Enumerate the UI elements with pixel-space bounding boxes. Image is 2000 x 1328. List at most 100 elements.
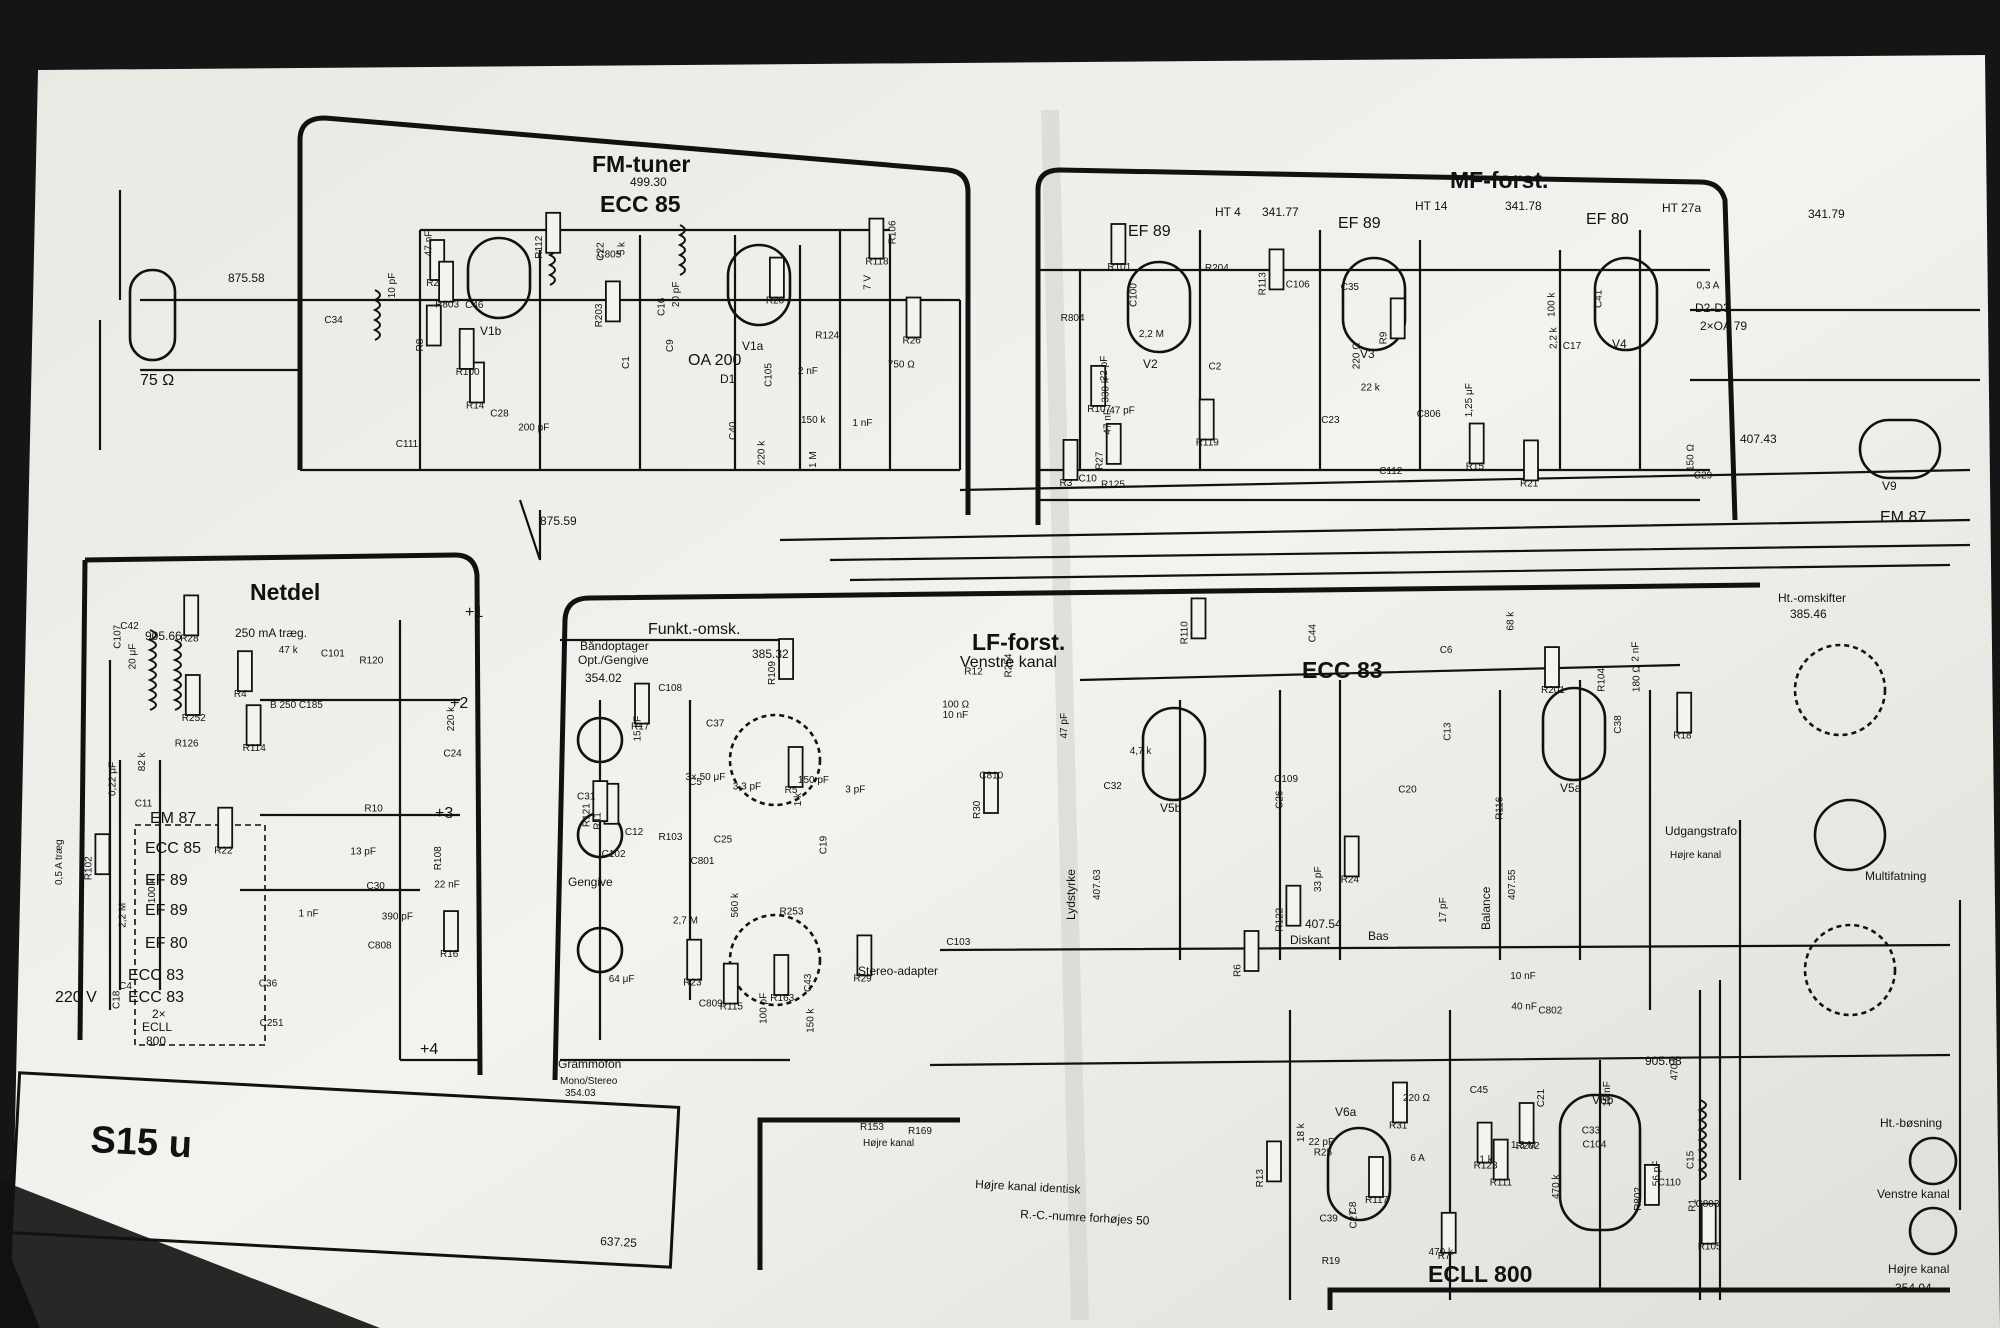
component-label: R120 (359, 655, 383, 666)
resistor-glyph (856, 934, 873, 977)
mf-frame (1035, 167, 1738, 525)
component-label: 2,7 M (673, 916, 698, 927)
out-trafo-code: 905.68 (1645, 1054, 1682, 1068)
main-fuse-label: 0,5 A træg (54, 839, 65, 885)
mono-stereo-label: Mono/Stereo (560, 1076, 618, 1087)
component-label: R252 (182, 713, 206, 724)
tube-v9 (1858, 418, 1942, 480)
component-label: 100 Ω (942, 700, 969, 711)
resistor-glyph (245, 704, 262, 747)
component-label: C13 (1443, 722, 1454, 741)
component-label: C17 (1563, 341, 1582, 352)
component-label: 47 pF (1109, 405, 1135, 416)
component-label: R1 (1688, 1199, 1699, 1212)
component-label: R103 (659, 832, 683, 843)
mf-stage1-tube: EF 89 (1128, 223, 1171, 240)
tubes (128, 236, 1958, 1256)
fuse-label: 250 mA træg. (235, 626, 307, 640)
component-label: R9 (1379, 331, 1390, 344)
volume-label: Lydstyrke (1064, 869, 1078, 920)
component-label: R3 (1060, 478, 1073, 489)
component-label: 1 nF (299, 909, 319, 920)
fm-tube-label: ECC 85 (600, 191, 681, 217)
diode-type-label: OA 200 (688, 352, 741, 369)
component-label: C806 (1417, 409, 1441, 420)
component-label: R7 (1438, 1251, 1451, 1262)
heater-2: EF 89 (145, 872, 188, 889)
component-label: C30 (367, 881, 386, 892)
component-label: 1,3 M (1511, 1140, 1536, 1151)
component-label: R23 (683, 978, 702, 989)
heater-3: EF 89 (145, 902, 188, 919)
component-label: R22 (214, 846, 233, 857)
component-label: 180 Ω (1632, 665, 1643, 692)
resistor-glyph (1518, 1102, 1535, 1144)
power-transformer-primary (147, 629, 157, 711)
resistor-glyph (1468, 422, 1485, 465)
component-label: 17 pF (1438, 897, 1449, 923)
resistor-glyph (1476, 1121, 1493, 1164)
component-label: R5 (785, 785, 798, 796)
component-label: R124 (815, 331, 839, 342)
component-label: C40 (728, 421, 739, 440)
component-label: 390 pF (382, 912, 413, 923)
fm-tuner-frame (297, 115, 971, 515)
resistor-glyph (592, 780, 609, 822)
component-label: C6 (1440, 645, 1453, 656)
component-label: R108 (433, 846, 444, 870)
component-label: R203 (594, 303, 605, 327)
bass-label: Bas (1368, 929, 1389, 943)
component-label: C42 (120, 621, 139, 632)
component-label: R119 (1196, 438, 1220, 449)
component-label: 1 k (1479, 1155, 1493, 1166)
mf-stage3-ht: HT 27a (1662, 201, 1701, 215)
heater-8: ECLL (142, 1020, 172, 1034)
tube-v1a (726, 243, 792, 327)
lf-title: LF-forst. (972, 629, 1065, 655)
component-label: C110 (1658, 1178, 1682, 1189)
fm-tuner-code: 499.30 (630, 175, 667, 189)
component-label: 150 k (801, 415, 826, 426)
component-label: 10 nF (943, 710, 969, 721)
speaker-jack-right (1908, 1206, 1958, 1256)
component-label: C104 (1583, 1140, 1607, 1151)
lf-tube-label: ECC 83 (1302, 657, 1383, 683)
component-label: 470 k (1551, 1174, 1562, 1199)
component-label: C21 (1536, 1088, 1547, 1107)
component-label: R116 (1494, 796, 1505, 820)
din-socket-gramo (576, 926, 624, 974)
resistor-glyph (1285, 884, 1302, 927)
netdel-frame (84, 552, 483, 1076)
resistor-glyph (773, 954, 790, 996)
component-label: C105 (764, 363, 775, 387)
resistor-glyph (686, 938, 703, 981)
ht-switch-title: Ht.-omskifter (1778, 591, 1846, 605)
fm-coil-code: 875.58 (228, 271, 265, 285)
component-label: 2,2 M (1139, 329, 1164, 340)
tube-v6a (1326, 1126, 1392, 1222)
component-label: R2 (426, 278, 439, 289)
component-label: C28 (490, 408, 509, 419)
component-label: 20 pF (671, 282, 682, 308)
component-label: 3× 50 μF (685, 772, 725, 783)
component-label: C801 (691, 856, 715, 867)
component-label: C37 (706, 718, 725, 729)
component-label: C803 (1696, 1199, 1720, 1210)
component-label: C23 (1321, 415, 1340, 426)
tube-v2 (1126, 260, 1192, 354)
mf-stage2-ref: V3 (1360, 347, 1375, 361)
output-transformer (1697, 1099, 1707, 1181)
component-label: 22 pF (1099, 356, 1110, 382)
paper-sheet (12, 55, 2000, 1328)
component-label: C27 (1349, 1210, 1360, 1229)
heater-7: 2× (152, 1007, 166, 1021)
resistor-glyph (983, 772, 999, 814)
multifatning-socket (1813, 798, 1887, 872)
heater-4: EF 80 (145, 935, 188, 952)
v1b-label: V1b (480, 324, 502, 338)
resistor-glyph (1644, 1164, 1660, 1206)
wiring (9, 115, 1980, 1310)
resistor-glyph (787, 746, 804, 788)
gengive-label: Gengive (568, 875, 613, 889)
